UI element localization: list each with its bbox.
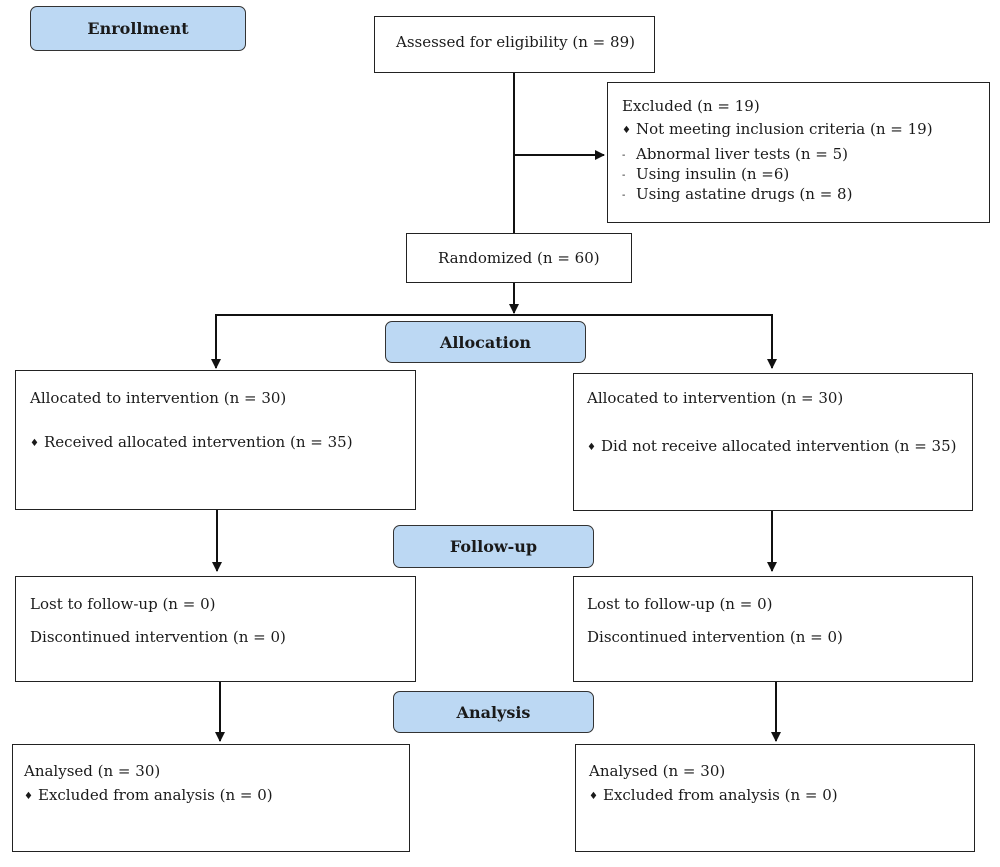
excluded-box: Excluded (n = 19) ♦ Not meeting inclusion… <box>607 82 990 223</box>
eligibility-text: Assessed for eligibility (n = 89) <box>396 33 635 51</box>
excluded-sub-item: -Abnormal liver tests (n = 5) <box>622 145 848 165</box>
randomized-text: Randomized (n = 60) <box>438 249 600 267</box>
diamond-bullet-icon: ♦ <box>622 125 631 136</box>
excluded-sub-item-text: Abnormal liver tests (n = 5) <box>636 145 849 163</box>
follow-up-right-box: Lost to follow-up (n = 0) Discontinued i… <box>573 576 973 682</box>
follow-up-left-box: Lost to follow-up (n = 0) Discontinued i… <box>15 576 416 682</box>
excluded-sub-item: -Using astatine drugs (n = 8) <box>622 185 852 205</box>
follow-up-left-discontinued: Discontinued intervention (n = 0) <box>30 628 286 646</box>
excluded-sub-item: -Using insulin (n =6) <box>622 165 789 185</box>
analysis-right-analysed: Analysed (n = 30) <box>589 762 726 780</box>
allocation-right-title: Allocated to intervention (n = 30) <box>587 389 844 407</box>
dash-bullet-icon: - <box>622 150 626 161</box>
randomized-box: Randomized (n = 60) <box>406 233 632 283</box>
allocation-left-box: Allocated to intervention (n = 30) ♦ Rece… <box>15 370 416 510</box>
excluded-sub-item-text: Using insulin (n =6) <box>636 165 790 183</box>
diamond-bullet-icon: ♦ <box>589 791 598 802</box>
excluded-sub-item-text: Using astatine drugs (n = 8) <box>636 185 853 203</box>
stage-analysis: Analysis <box>393 691 594 733</box>
analysis-left-excluded-text: Excluded from analysis (n = 0) <box>38 786 273 804</box>
allocation-right-item: ♦ Did not receive allocated intervention … <box>587 437 957 457</box>
analysis-right-excluded-text: Excluded from analysis (n = 0) <box>603 786 838 804</box>
allocation-left-item: ♦ Received allocated intervention (n = 35… <box>30 433 353 453</box>
analysis-right-excluded: ♦ Excluded from analysis (n = 0) <box>589 786 838 806</box>
stage-allocation: Allocation <box>385 321 586 363</box>
allocation-right-box: Allocated to intervention (n = 30) ♦ Did … <box>573 373 973 511</box>
dash-bullet-icon: - <box>622 170 626 181</box>
analysis-left-excluded: ♦ Excluded from analysis (n = 0) <box>24 786 273 806</box>
follow-up-right-lost: Lost to follow-up (n = 0) <box>587 595 773 613</box>
diamond-bullet-icon: ♦ <box>24 791 33 802</box>
eligibility-box: Assessed for eligibility (n = 89) <box>374 16 655 73</box>
excluded-main-item-text: Not meeting inclusion criteria (n = 19) <box>636 120 933 138</box>
analysis-right-box: Analysed (n = 30) ♦ Excluded from analysi… <box>575 744 975 852</box>
diamond-bullet-icon: ♦ <box>587 442 596 453</box>
follow-up-right-discontinued: Discontinued intervention (n = 0) <box>587 628 843 646</box>
allocation-right-item-text: Did not receive allocated intervention (… <box>601 437 957 455</box>
analysis-left-analysed: Analysed (n = 30) <box>24 762 161 780</box>
stage-follow-up: Follow-up <box>393 525 594 568</box>
dash-bullet-icon: - <box>622 190 626 201</box>
analysis-left-box: Analysed (n = 30) ♦ Excluded from analysi… <box>12 744 410 852</box>
excluded-main-item: ♦ Not meeting inclusion criteria (n = 19) <box>622 120 933 140</box>
allocation-left-item-text: Received allocated intervention (n = 35) <box>44 433 353 451</box>
excluded-title: Excluded (n = 19) <box>622 97 760 115</box>
diamond-bullet-icon: ♦ <box>30 438 39 449</box>
allocation-left-title: Allocated to intervention (n = 30) <box>30 389 287 407</box>
stage-enrollment: Enrollment <box>30 6 246 51</box>
follow-up-left-lost: Lost to follow-up (n = 0) <box>30 595 216 613</box>
